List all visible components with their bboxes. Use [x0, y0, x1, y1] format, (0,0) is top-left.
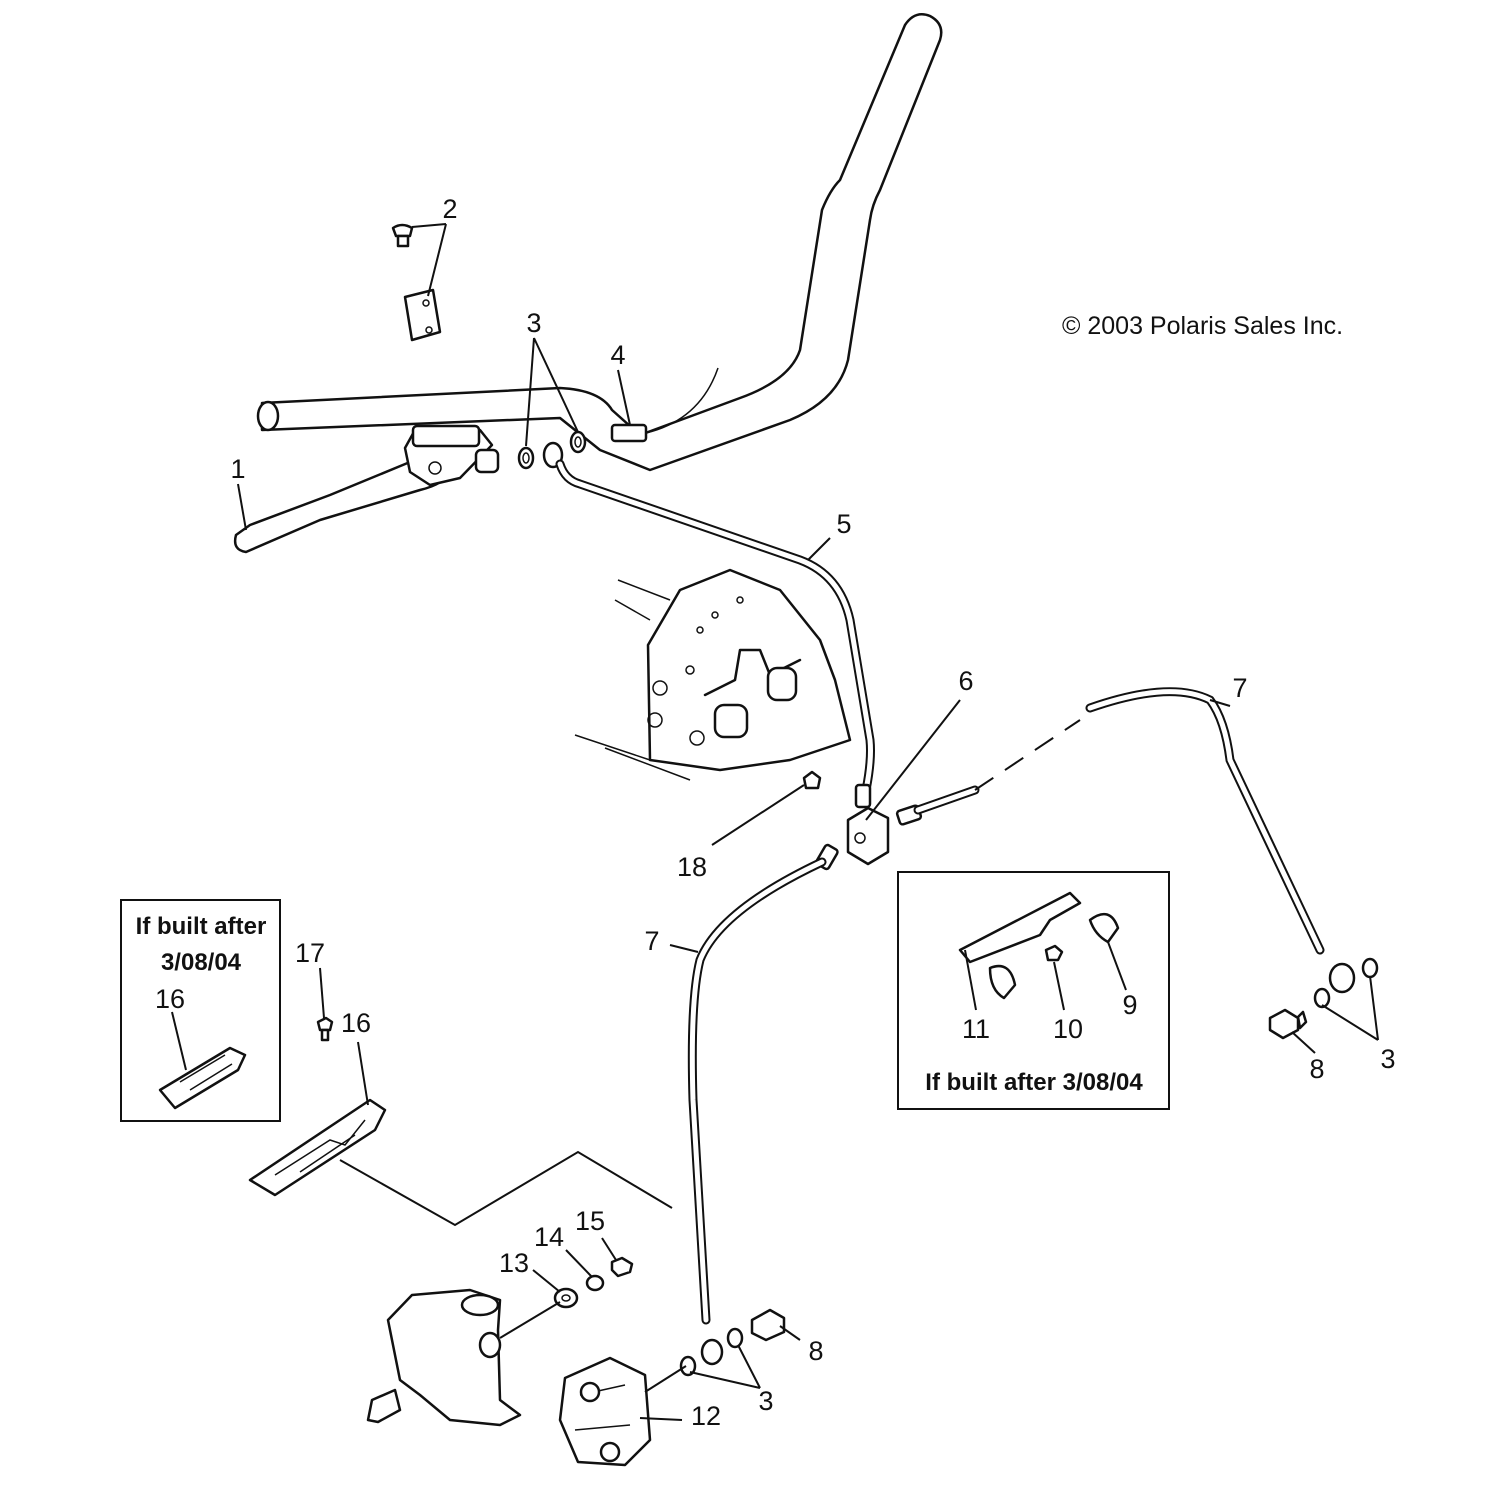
callout-5: 5	[836, 509, 851, 539]
callout-3-top: 3	[526, 308, 541, 338]
brake-line-part-7-right	[895, 687, 1379, 1009]
callout-11: 11	[962, 1014, 990, 1044]
callout-9: 9	[1122, 990, 1137, 1020]
bolt-part-8-lower	[750, 1308, 786, 1342]
brake-line-part-5	[542, 441, 875, 795]
callout-14: 14	[534, 1222, 564, 1252]
leader-lines	[171, 223, 1379, 1421]
callout-6: 6	[958, 666, 973, 696]
callout-13: 13	[499, 1248, 529, 1278]
callout-12: 12	[691, 1401, 721, 1431]
clamp-part-2	[391, 223, 442, 342]
callout-7-right: 7	[1232, 673, 1247, 703]
brake-line-part-7-lower	[679, 843, 839, 1377]
callout-3-lower: 3	[758, 1386, 773, 1416]
callout-8-lower: 8	[808, 1336, 823, 1366]
brake-switch-part-4	[610, 367, 719, 443]
heat-shield-part-16	[248, 1098, 387, 1197]
callout-3-right: 3	[1380, 1044, 1395, 1074]
callout-8-right: 8	[1309, 1054, 1324, 1084]
callout-1: 1	[230, 454, 245, 484]
inset-left-line-1: If built after	[136, 913, 267, 940]
handlebar	[256, 13, 943, 472]
inset-right-caption: If built after 3/08/04	[925, 1069, 1143, 1096]
spindle-knuckle	[366, 1288, 522, 1427]
hardware-parts-13-14-15	[553, 1256, 634, 1309]
screw-part-17	[316, 1016, 334, 1042]
callout-10: 10	[1053, 1014, 1083, 1044]
bolt-part-8-right	[1268, 1008, 1308, 1040]
copyright-text: © 2003 Polaris Sales Inc.	[1062, 312, 1343, 340]
bleeder-part-18	[802, 770, 822, 790]
callout-4: 4	[610, 340, 625, 370]
inset-box-left	[120, 899, 281, 1122]
junction-block-part-6	[846, 783, 890, 866]
caliper-part-12	[558, 1356, 652, 1467]
callout-2: 2	[442, 194, 457, 224]
callout-16-main: 16	[341, 1008, 371, 1038]
callout-7-lower: 7	[644, 926, 659, 956]
inset-box-right	[897, 871, 1170, 1110]
callout-18: 18	[677, 852, 707, 882]
callout-16-inset: 16	[155, 984, 185, 1014]
callout-17: 17	[295, 938, 325, 968]
callout-15: 15	[575, 1206, 605, 1236]
frame-section	[574, 568, 852, 781]
washers-part-3-top	[517, 430, 587, 470]
brake-lever-part-1	[233, 424, 500, 554]
inset-left-line-2: 3/08/04	[161, 949, 242, 976]
